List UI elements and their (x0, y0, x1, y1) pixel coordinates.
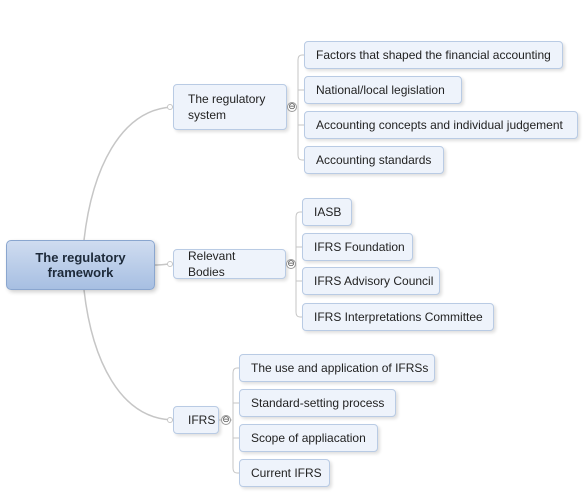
subtopic-label: IFRS Interpretations Committee (314, 310, 483, 324)
topic-label: The regulatory system (188, 92, 266, 122)
subtopic-label: Accounting concepts and individual judge… (316, 118, 563, 132)
subtopic-label: Standard-setting process (251, 396, 385, 410)
subtopic-use-and-application[interactable]: The use and application of IFRSs (239, 354, 435, 382)
topic-regulatory-system[interactable]: The regulatory system (173, 84, 287, 130)
subtopic-accounting-standards[interactable]: Accounting standards (304, 146, 444, 174)
subtopic-current-ifrs[interactable]: Current IFRS (239, 459, 330, 487)
subtopic-label: Current IFRS (251, 466, 322, 480)
subtopic-label: Factors that shaped the financial accoun… (316, 48, 551, 62)
topic-label: IFRS (188, 413, 216, 427)
topic-label: Relevant Bodies (188, 249, 236, 279)
subtopic-label: IFRS Foundation (314, 240, 405, 254)
root-topic[interactable]: The regulatory framework (6, 240, 155, 290)
subtopic-accounting-concepts[interactable]: Accounting concepts and individual judge… (304, 111, 578, 139)
subtopic-scope-of-application[interactable]: Scope of appliacation (239, 424, 378, 452)
subtopic-label: National/local legislation (316, 83, 445, 97)
subtopic-ifrs-foundation[interactable]: IFRS Foundation (302, 233, 413, 261)
subtopic-iasb[interactable]: IASB (302, 198, 352, 226)
collapse-toggle-icon[interactable]: ⊖ (287, 102, 297, 112)
subtopic-label: Accounting standards (316, 153, 432, 167)
subtopic-factors[interactable]: Factors that shaped the financial accoun… (304, 41, 563, 69)
collapse-toggle-icon[interactable]: ⊖ (286, 259, 296, 269)
subtopic-standard-setting-process[interactable]: Standard-setting process (239, 389, 396, 417)
subtopic-label: IASB (314, 205, 342, 219)
subtopic-label: The use and application of IFRSs (251, 361, 429, 375)
topic-ifrs[interactable]: IFRS (173, 406, 219, 434)
subtopic-ifrs-advisory-council[interactable]: IFRS Advisory Council (302, 267, 440, 295)
subtopic-label: Scope of appliacation (251, 431, 366, 445)
subtopic-ifrs-interpretations-committee[interactable]: IFRS Interpretations Committee (302, 303, 494, 331)
subtopic-label: IFRS Advisory Council (314, 274, 434, 288)
root-topic-label: The regulatory framework (35, 250, 126, 280)
topic-relevant-bodies[interactable]: Relevant Bodies (173, 249, 286, 279)
subtopic-national-legislation[interactable]: National/local legislation (304, 76, 462, 104)
collapse-toggle-icon[interactable]: ⊖ (221, 415, 231, 425)
